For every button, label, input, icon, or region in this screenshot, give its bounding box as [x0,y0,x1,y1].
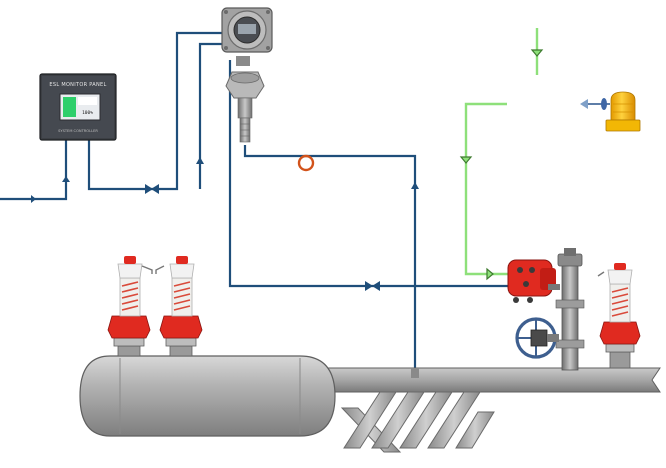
panel-title: ESL MONITOR PANEL [49,82,106,88]
control-panel-icon: ESL MONITOR PANEL 100% SYSTEM CONTROLLER [39,73,117,141]
transmitter-secondary-line [198,42,223,189]
safety-relief-valve-icon [597,263,641,369]
safety-relief-valve-icon [155,256,203,357]
panel-screen-value: 100% [82,110,93,116]
panel-footer: SYSTEM CONTROLLER [58,129,98,133]
signal-arrows [31,157,419,291]
air-lines [464,28,539,276]
inlet-signal-line [0,140,68,201]
check-valve-icon [372,281,380,291]
air-supply-line [464,102,511,276]
bursting-disc-ring-icon [297,154,315,172]
check-valve-icon [151,184,159,194]
check-valve-icon [365,281,373,291]
panel-to-transmitter-line [87,31,223,191]
arrow-right-icon [31,195,36,203]
arrow-down-icon [530,49,544,57]
explosion-proof-transmitter-icon [221,7,273,53]
signal-lines [0,31,515,378]
sensor-feedback-line [243,145,417,378]
coiled-pipe-icon [340,391,495,453]
arrow-right-icon [486,267,494,281]
sensor-to-valve-line [228,60,515,288]
safety-relief-valve-icon [107,256,153,357]
arrow-down-icon [459,156,473,164]
arrow-up-icon [411,182,419,189]
pressure-vessel-icon [79,355,661,437]
air-arrows [459,49,544,281]
arrow-up-icon [62,176,70,182]
check-valve-icon [145,184,153,194]
pressure-sensor-icon [225,56,265,143]
handwheel-icon [515,317,559,359]
solenoid-actuator-valve-icon [507,248,585,371]
warning-beacon-icon [580,91,641,132]
arrow-up-icon [196,157,204,164]
